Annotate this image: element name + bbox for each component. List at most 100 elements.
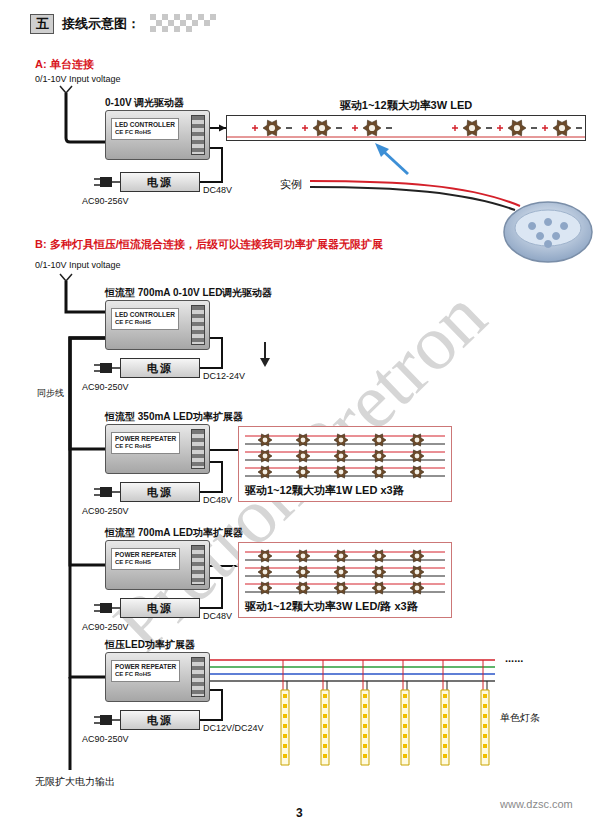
power-supply: 电源 bbox=[120, 358, 200, 378]
connector-line bbox=[70, 338, 105, 565]
pointer-arrow-head bbox=[375, 143, 389, 157]
led-star bbox=[296, 566, 310, 578]
led-lens bbox=[377, 570, 382, 575]
led-star bbox=[463, 120, 481, 136]
led-star bbox=[313, 120, 331, 136]
section-number: 五 bbox=[31, 15, 53, 33]
led-rows-holder bbox=[245, 431, 445, 481]
polarity-minus bbox=[576, 127, 582, 128]
wire-label: 同步线 bbox=[36, 388, 65, 399]
connector bbox=[70, 338, 105, 449]
device-title: 恒流型 700mA LED功率扩展器 bbox=[105, 526, 243, 540]
polarity-minus bbox=[386, 127, 392, 128]
connector bbox=[210, 450, 238, 451]
input-cable bbox=[66, 281, 105, 312]
label-plate: LED CONTROLLERCE FC RoHS bbox=[111, 308, 179, 330]
led-lens bbox=[415, 570, 420, 575]
annotation: 单色灯条 bbox=[500, 712, 540, 724]
led-lens bbox=[263, 454, 268, 459]
controller-unit: 恒流型 700mA LED功率扩展器 POWER REPEATERCE FC Ro… bbox=[105, 526, 243, 590]
header-pattern bbox=[150, 14, 216, 32]
device-marking: POWER REPEATER bbox=[115, 663, 176, 671]
wire-label: DC48V bbox=[202, 185, 233, 196]
device-title: 恒压LED功率扩展器 bbox=[105, 638, 210, 652]
annotation: 实例 bbox=[280, 178, 302, 191]
device-marking: CE FC RoHS bbox=[115, 129, 175, 137]
device-marking: LED CONTROLLER bbox=[115, 121, 175, 129]
output-line-black bbox=[210, 680, 495, 682]
led-star bbox=[258, 582, 272, 594]
power-supply: 电源 bbox=[120, 598, 200, 618]
polarity-plus bbox=[352, 125, 358, 131]
led-star bbox=[363, 120, 381, 136]
led-lens bbox=[415, 454, 420, 459]
led-strip: 驱动1~12颗大功率3W LED bbox=[226, 98, 586, 141]
device-title: 恒流型 350mA LED功率扩展器 bbox=[105, 410, 243, 424]
led-star bbox=[410, 434, 424, 446]
label-plate: POWER REPEATERCE FC RoHS bbox=[111, 432, 180, 454]
led-lens bbox=[377, 470, 382, 475]
terminal-block bbox=[191, 429, 205, 469]
wire-label: DC12-24V bbox=[202, 371, 246, 382]
annotation: 3 bbox=[296, 806, 303, 820]
led-star bbox=[296, 582, 310, 594]
led-star bbox=[334, 582, 348, 594]
led-lens bbox=[263, 554, 268, 559]
polarity-minus bbox=[336, 127, 342, 128]
lamp-body bbox=[504, 202, 592, 262]
led-lens bbox=[469, 125, 475, 131]
strip-wire bbox=[227, 137, 585, 138]
led-lens bbox=[559, 125, 565, 131]
led-star bbox=[296, 550, 310, 562]
power-supply: 电源 bbox=[120, 172, 200, 192]
led-array: 驱动1~12颗大功率1W LED x3路 bbox=[238, 426, 452, 502]
input-fork bbox=[60, 274, 72, 281]
led-star bbox=[258, 434, 272, 446]
polarity-plus bbox=[252, 125, 258, 131]
led-star bbox=[372, 434, 386, 446]
power-label: 电源 bbox=[125, 599, 195, 617]
input-cable bbox=[66, 93, 105, 142]
led-star bbox=[334, 550, 348, 562]
device-title: 恒流型 700mA 0-10V LED调光驱动器 bbox=[105, 286, 272, 300]
connector-line bbox=[210, 449, 238, 451]
device-marking: CE FC RoHS bbox=[115, 559, 176, 567]
led-star bbox=[334, 434, 348, 446]
annotation: A: 单台连接 bbox=[35, 58, 94, 71]
annotation: AC90-256V bbox=[82, 196, 129, 207]
strip-feed-black bbox=[287, 681, 487, 690]
terminal-block bbox=[191, 305, 205, 345]
led-lens bbox=[339, 586, 344, 591]
led-star bbox=[553, 120, 571, 136]
input-fork bbox=[60, 86, 72, 93]
led-star bbox=[296, 450, 310, 462]
label-plate: POWER REPEATERCE FC RoHS bbox=[111, 660, 180, 682]
led-star bbox=[410, 450, 424, 462]
led-star bbox=[372, 550, 386, 562]
annotation: ...... bbox=[505, 652, 523, 665]
label-plate: LED CONTROLLERCE FC RoHS bbox=[111, 118, 179, 140]
device-marking: POWER REPEATER bbox=[115, 435, 176, 443]
led-lens bbox=[415, 554, 420, 559]
connector-line bbox=[70, 338, 105, 449]
led-lens bbox=[377, 438, 382, 443]
controller-unit: 0-10V 调光驱动器LED CONTROLLERCE FC RoHS bbox=[105, 96, 210, 160]
led-star bbox=[258, 466, 272, 478]
arrow-head bbox=[219, 125, 226, 132]
array-caption: 驱动1~12颗大功率1W LED x3路 bbox=[245, 483, 445, 497]
led-rows bbox=[245, 431, 445, 481]
led-star bbox=[410, 466, 424, 478]
led-lens bbox=[301, 438, 306, 443]
led-star bbox=[410, 582, 424, 594]
sync-line-extension bbox=[69, 677, 72, 770]
led-lens bbox=[377, 586, 382, 591]
device-marking: LED CONTROLLER bbox=[115, 311, 175, 319]
lamp-wire-negative bbox=[310, 187, 515, 210]
device-marking: CE FC RoHS bbox=[115, 671, 176, 679]
led-array: 驱动1~12颗大功率3W LED/路 x3路 bbox=[238, 542, 452, 618]
led-star bbox=[372, 450, 386, 462]
pointer-arrow bbox=[382, 150, 408, 174]
power-supply: 电源 bbox=[120, 482, 200, 502]
direction-arrow-head bbox=[260, 358, 270, 367]
label-plate: POWER REPEATERCE FC RoHS bbox=[111, 548, 180, 570]
